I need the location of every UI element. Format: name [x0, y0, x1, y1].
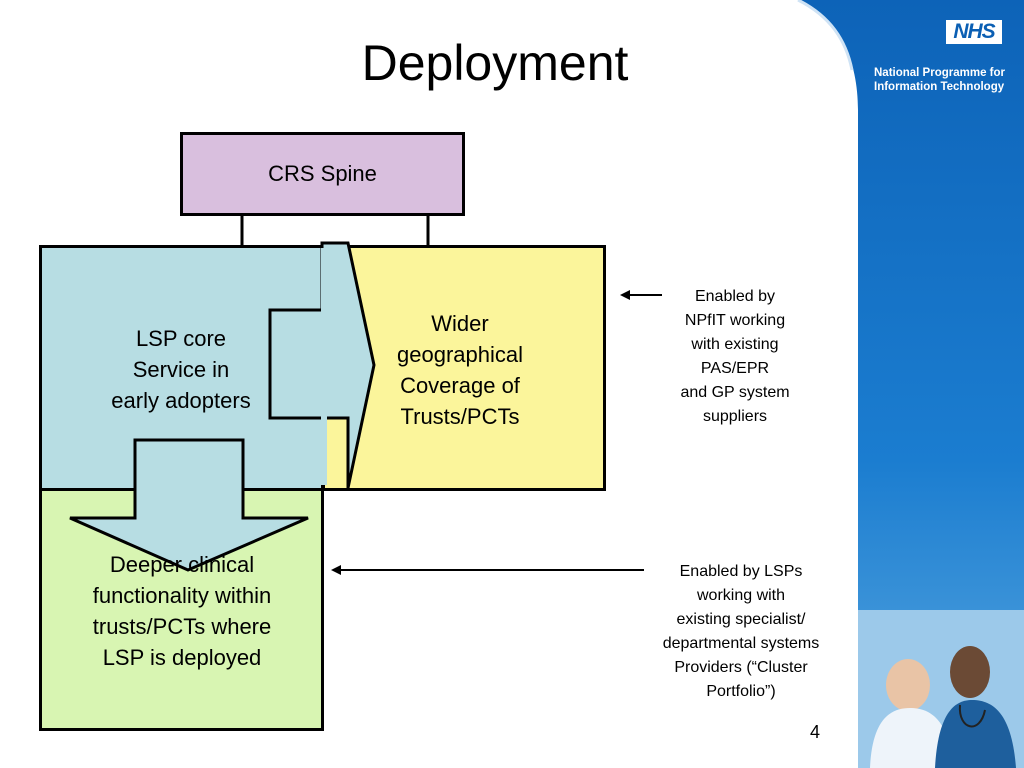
note-line: NPfIT working	[684, 312, 786, 329]
text-line: Trusts/PCTs	[400, 404, 520, 429]
note-line: PAS/EPR	[700, 360, 770, 377]
slide-title: Deployment	[361, 35, 629, 91]
diagram-connectors	[240, 215, 430, 247]
note-line: existing specialist/	[676, 611, 806, 628]
page-number: 4	[809, 722, 820, 742]
note-line: suppliers	[702, 408, 768, 425]
wider-coverage-text: Wider geographical Coverage of Trusts/PC…	[370, 308, 550, 432]
note-line: working with	[696, 587, 786, 604]
text-line: functionality within	[92, 583, 272, 608]
bottom-enablement-note: Enabled by LSPs working with existing sp…	[636, 560, 846, 704]
note-line: departmental systems	[662, 635, 820, 652]
deeper-functionality-text: Deeper clinical functionality within tru…	[52, 549, 312, 673]
text-line: early adopters	[111, 388, 251, 413]
crs-spine-box: CRS Spine	[180, 132, 465, 216]
lsp-core-text: LSP core Service in early adopters	[90, 323, 272, 416]
text-line: LSP core	[135, 326, 227, 351]
top-enablement-note: Enabled by NPfIT working with existing P…	[650, 285, 820, 429]
crs-spine-label: CRS Spine	[268, 161, 377, 186]
block-arrows	[69, 241, 662, 575]
programme-line: National Programme for	[874, 67, 1005, 79]
note-line: Enabled by LSPs	[679, 563, 803, 580]
programme-name: National Programme for Information Techn…	[874, 66, 1019, 94]
note-line: and GP system	[680, 384, 790, 401]
nhs-logo: NHS	[946, 20, 1002, 44]
text-line: Deeper clinical	[109, 552, 255, 577]
text-line: Coverage of	[400, 373, 520, 398]
note-line: with existing	[691, 336, 779, 353]
down-block-arrow	[69, 438, 309, 572]
text-line: geographical	[397, 342, 523, 367]
note-line: Portfolio”)	[706, 683, 776, 700]
text-line: LSP is deployed	[102, 645, 262, 670]
text-line: trusts/PCTs where	[92, 614, 272, 639]
text-line: Service in	[132, 357, 230, 382]
text-line: Wider	[431, 311, 489, 336]
note-line: Enabled by	[694, 288, 776, 305]
two-clinicians-photo	[858, 610, 1024, 768]
note-line: Providers (“Cluster	[674, 659, 808, 676]
programme-line: Information Technology	[874, 81, 1005, 93]
